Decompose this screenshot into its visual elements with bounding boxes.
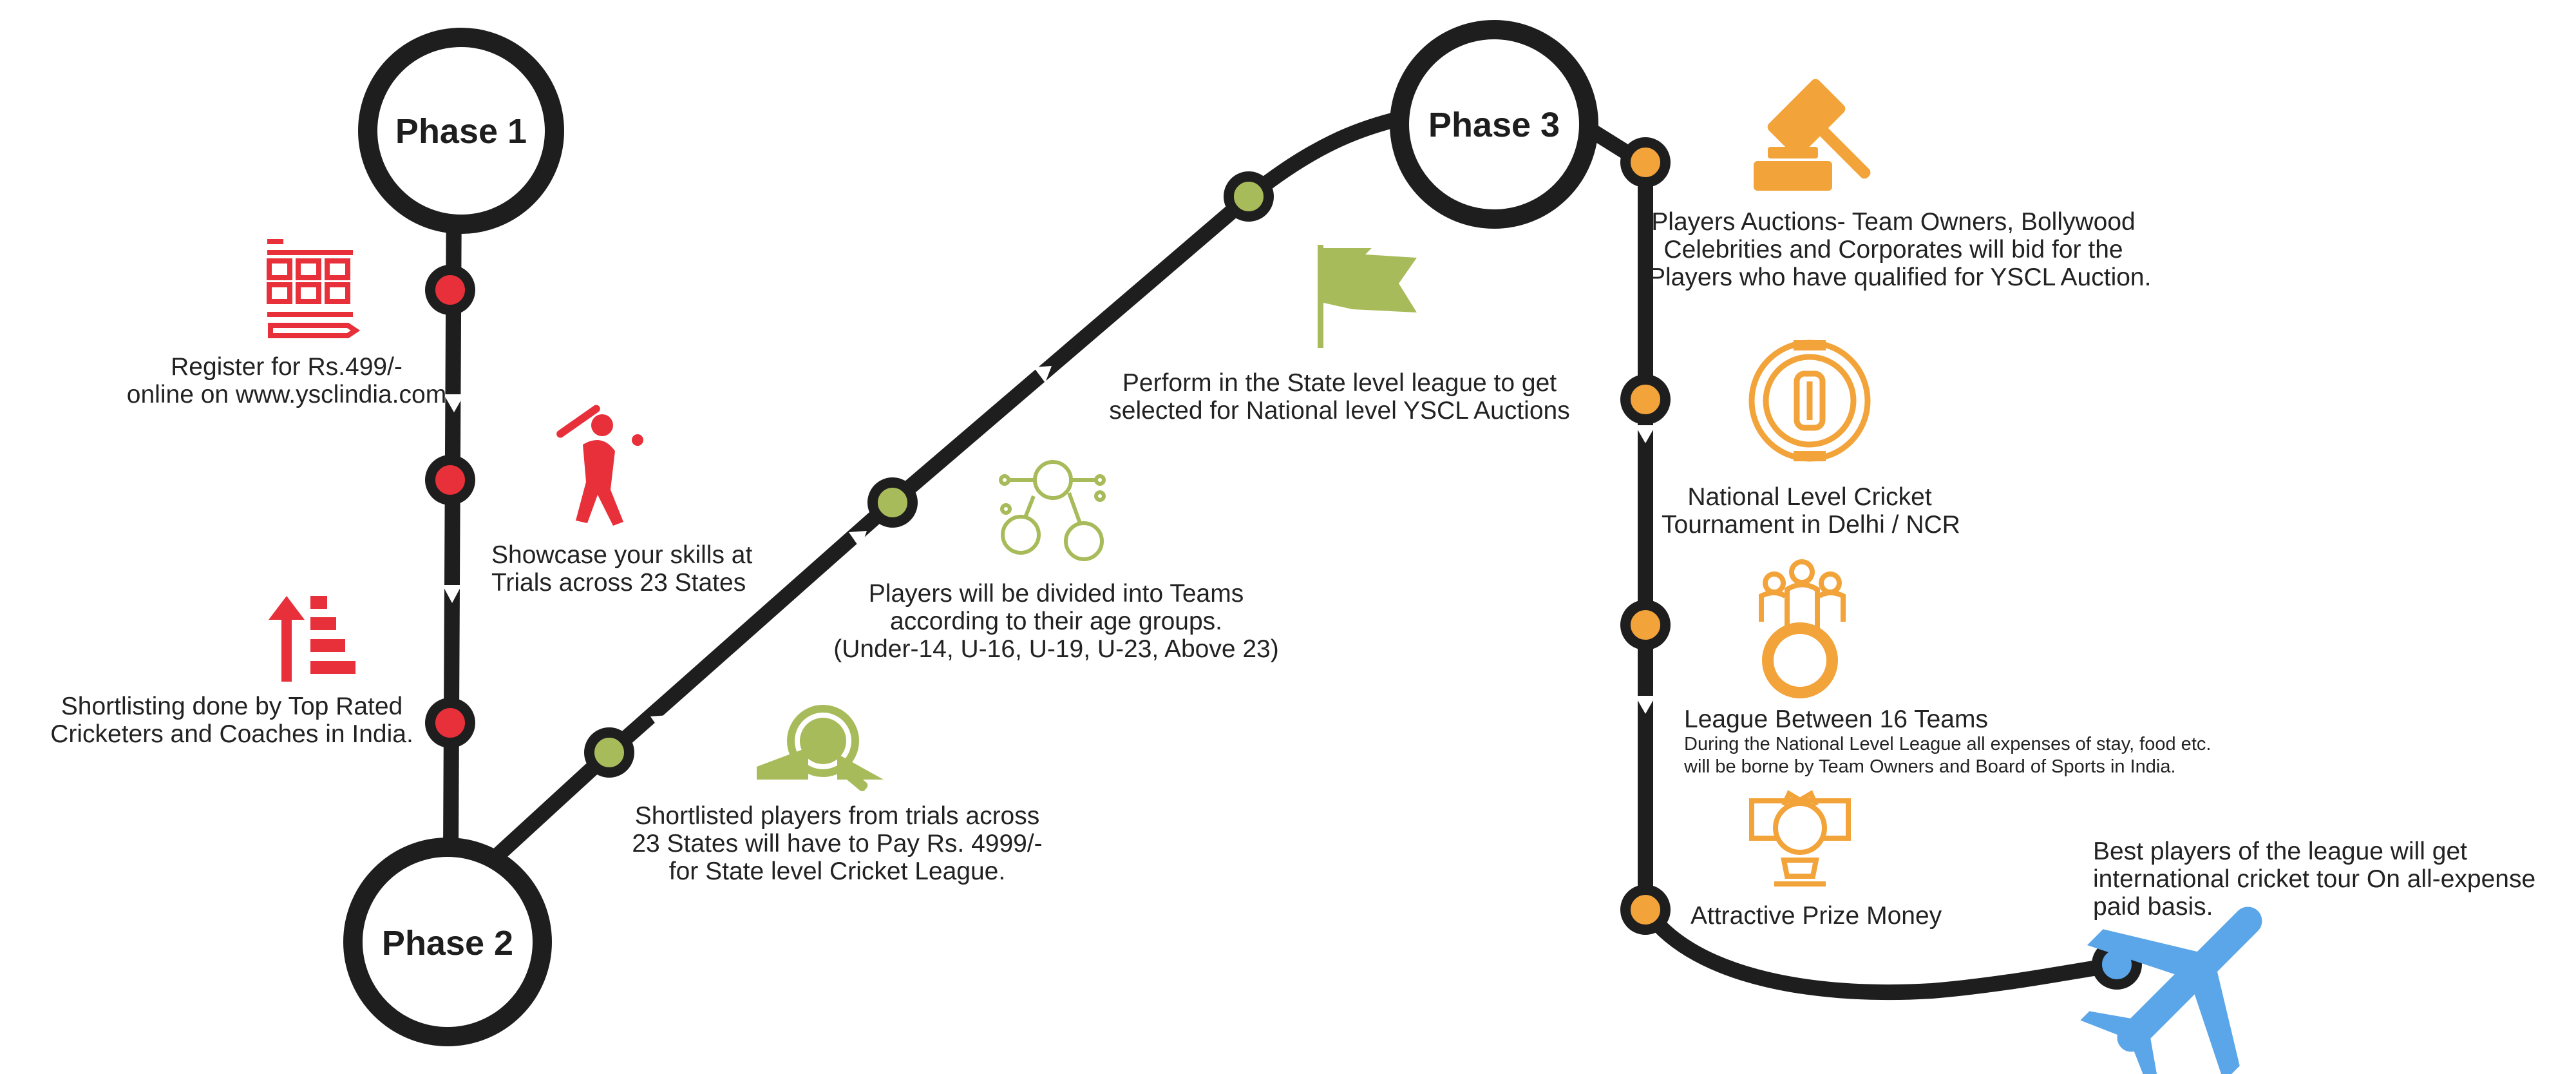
step-teams-line2: according to their age groups. (890, 608, 1222, 635)
step-state-league-line1: Perform in the State level league to get (1122, 369, 1557, 397)
node-shortlist (425, 698, 475, 748)
node-teams (867, 477, 918, 528)
phase-3-circle: Phase 3 (1390, 20, 1598, 229)
node-auction (1620, 137, 1671, 187)
phase-3-label: Phase 3 (1428, 106, 1560, 144)
step-shortlist-line1: Shortlisting done by Top Rated (61, 693, 403, 720)
step-state-league-line2: selected for National level YSCL Auction… (1109, 397, 1570, 425)
step-auction-line2: Celebrities and Corporates will bid for … (1663, 236, 2123, 264)
step-tour-line1: Best players of the league will get (2093, 838, 2468, 865)
step-auction-line3: Players who have qualified for YSCL Auct… (1649, 264, 2152, 291)
step-showcase-line2: Trials across 23 States (491, 569, 746, 597)
prize-money-icon (1749, 790, 1851, 887)
step-shortlist-text: Shortlisting done by Top Rated Cricketer… (39, 693, 425, 748)
node-league16 (1620, 600, 1671, 650)
step-tour-line3: paid basis. (2093, 893, 2213, 921)
step-league16-text: League Between 16 Teams During the Natio… (1684, 705, 2211, 778)
step-pay-line3: for State level Cricket League. (668, 858, 1006, 885)
batsman-icon (556, 405, 643, 526)
step-league16-line1: During the National Level League all exp… (1684, 734, 2211, 754)
step-national-line1: National Level Cricket (1687, 483, 1932, 511)
step-prize-text: Attractive Prize Money (1690, 902, 1942, 930)
node-pay (584, 727, 634, 778)
step-auction-text: Players Auctions- Team Owners, Bollywood… (1649, 208, 2152, 291)
step-auction-line1: Players Auctions- Team Owners, Bollywood (1651, 208, 2136, 236)
track-direction-marks (442, 366, 1656, 733)
node-register (425, 265, 475, 315)
step-pay-line2: 23 States will have to Pay Rs. 4999/- (632, 830, 1043, 858)
phase-2-circle: Phase 2 (343, 838, 552, 1046)
cricket-stadium-icon (1748, 340, 1871, 462)
team-group-icon (1759, 559, 1846, 698)
step-tour-text: Best players of the league will get inte… (2093, 838, 2535, 921)
step-pay-text: Shortlisted players from trials across 2… (612, 802, 1063, 885)
auction-gavel-icon (1754, 79, 1871, 191)
step-tour-line2: international cricket tour On all-expens… (2093, 865, 2536, 893)
step-national-text: National Level Cricket Tournament in Del… (1662, 483, 1960, 539)
step-register-line1: Register for Rs.499/- (171, 353, 402, 381)
step-national-line2: Tournament in Delhi / NCR (1662, 511, 1960, 539)
milestone-nodes (425, 137, 2142, 990)
step-teams-text: Players will be divided into Teams accor… (818, 580, 1294, 663)
step-teams-line3: (Under-14, U-16, U-19, U-23, Above 23) (833, 635, 1279, 663)
node-prize (1620, 885, 1671, 935)
phase-2-label: Phase 2 (382, 924, 513, 963)
node-national (1620, 374, 1671, 425)
node-state-league (1224, 171, 1274, 222)
ranking-arrow-icon (269, 596, 355, 682)
phase-1-label: Phase 1 (395, 112, 527, 151)
step-showcase-text: Showcase your skills at Trials across 23… (491, 541, 752, 597)
step-league16-title: League Between 16 Teams (1684, 705, 1988, 733)
step-state-league-text: Perform in the State level league to get… (1095, 369, 1584, 425)
node-showcase (425, 455, 475, 505)
registration-form-icon (267, 239, 361, 338)
step-league16-line2: will be borne by Team Owners and Board o… (1684, 756, 2176, 777)
step-prize-line1: Attractive Prize Money (1690, 902, 1942, 930)
step-pay-line1: Shortlisted players from trials across (634, 802, 1040, 830)
step-showcase-line1: Showcase your skills at (491, 541, 753, 569)
team-network-icon (999, 460, 1106, 561)
step-register-line2: online on www.ysclindia.com (126, 381, 447, 408)
phase-1-circle: Phase 1 (358, 28, 564, 234)
step-shortlist-line2: Cricketers and Coaches in India. (50, 720, 413, 748)
airplane-icon (2080, 906, 2262, 1074)
step-teams-line1: Players will be divided into Teams (868, 580, 1244, 608)
flag-icon (1318, 245, 1417, 348)
step-register-text: Register for Rs.499/- online on www.yscl… (106, 353, 467, 408)
search-person-icon (757, 705, 884, 792)
